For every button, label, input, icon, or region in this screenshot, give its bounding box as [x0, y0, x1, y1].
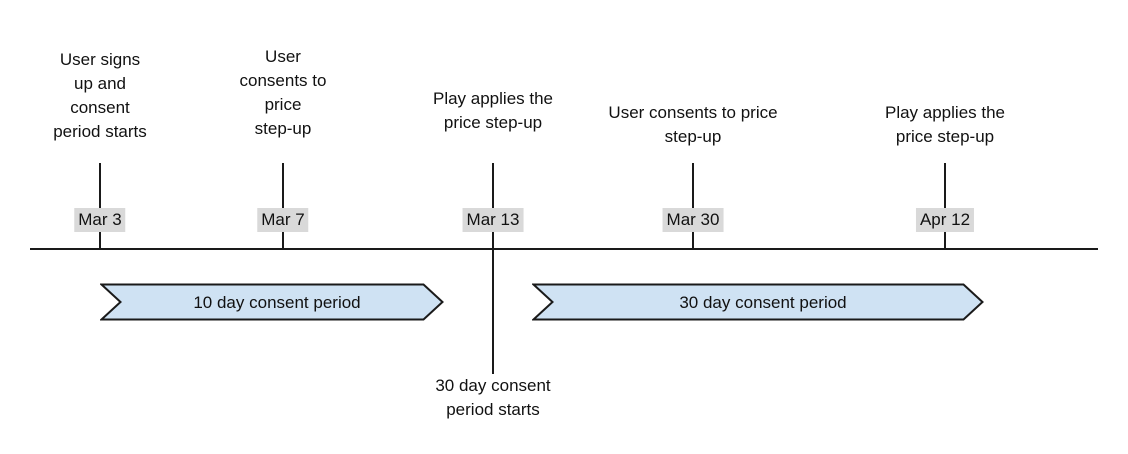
event-label: Play applies the price step-up	[884, 103, 1006, 146]
event-connector-line	[492, 163, 494, 208]
event-label: User consents to price step-up	[608, 103, 778, 146]
consent-period-start-note: 30 day consent period starts	[435, 376, 551, 419]
event-date-chip: Apr 12	[915, 208, 975, 232]
banner-label: 30 day consent period	[679, 293, 846, 312]
banner-arrow-shape	[532, 283, 984, 321]
event-tick	[692, 232, 694, 249]
event-date-chip: Mar 7	[257, 208, 309, 232]
event-tick	[99, 232, 101, 249]
event-label: User signs up and consent period starts	[53, 50, 147, 141]
timeline-axis	[30, 248, 1098, 250]
event-connector-line	[692, 163, 694, 208]
event-date-chip: Mar 30	[662, 208, 724, 232]
event-tick	[944, 232, 946, 249]
event-label: User consents to price step-up	[239, 47, 327, 138]
event-tick	[492, 232, 494, 249]
banner-arrow-shape	[100, 283, 444, 321]
consent-period-banner-10-day: 10 day consent period	[100, 283, 444, 321]
consent-period-banner-30-day: 30 day consent period	[532, 283, 984, 321]
event-date-chip: Mar 3	[74, 208, 126, 232]
event-connector-line	[944, 163, 946, 208]
event-tick	[282, 232, 284, 249]
mar-13-extension-line	[492, 250, 494, 374]
banner-label: 10 day consent period	[193, 293, 360, 312]
event-label: Play applies the price step-up	[432, 89, 554, 132]
event-date-chip: Mar 13	[462, 208, 524, 232]
event-connector-line	[99, 163, 101, 208]
event-connector-line	[282, 163, 284, 208]
